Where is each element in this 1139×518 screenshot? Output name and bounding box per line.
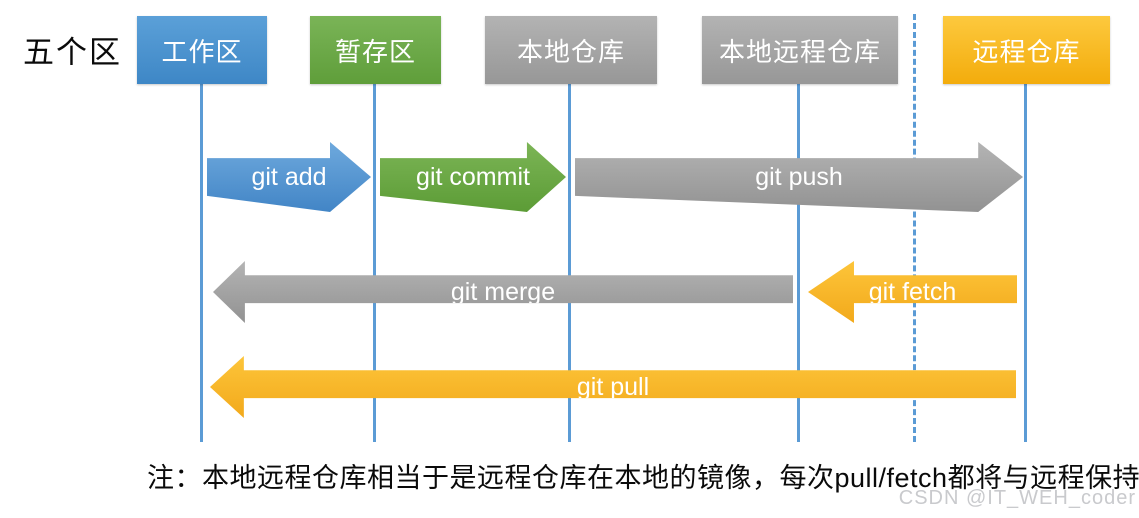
timeline-local-remote-repo [797,84,800,442]
csdn-watermark: CSDN @IT_WEH_coder [898,487,1136,509]
node-remote-repo-label: 远程仓库 [972,36,1081,67]
node-working-area: 工作区 [137,16,267,84]
git-commit-arrow-icon: git commit [380,142,566,212]
footnote: 注：本地远程仓库相当于是远程仓库在本地的镜像，每次pull/fetch都将与远程… [147,463,1139,493]
git-fetch-label: git fetch [868,277,957,306]
node-local-remote-repo: 本地远程仓库 [702,16,898,84]
node-local-remote-repo-label: 本地远程仓库 [718,36,881,67]
node-remote-repo: 远程仓库 [943,16,1110,84]
timeline-remote-repo [1024,84,1027,442]
git-push-label: git push [755,162,843,191]
node-local-repo-label: 本地仓库 [516,36,625,67]
node-staging-area-label: 暂存区 [334,36,416,67]
git-add-label: git add [251,162,327,191]
local-remote-boundary-dashed-line [913,14,916,442]
git-merge-arrow-icon: git merge [213,261,793,323]
timeline-staging-area [373,84,376,442]
git-pull-label: git pull [576,372,650,401]
node-local-repo: 本地仓库 [485,16,657,84]
git-pull-arrow-icon: git pull [210,356,1016,418]
timeline-local-repo [568,84,571,442]
git-commit-label: git commit [416,162,530,191]
timeline-working-area [200,84,203,442]
git-merge-label: git merge [450,277,556,306]
node-staging-area: 暂存区 [310,16,441,84]
git-add-arrow-icon: git add [207,142,371,212]
diagram-title: 五个区 [23,35,122,70]
node-working-area-label: 工作区 [161,36,243,67]
